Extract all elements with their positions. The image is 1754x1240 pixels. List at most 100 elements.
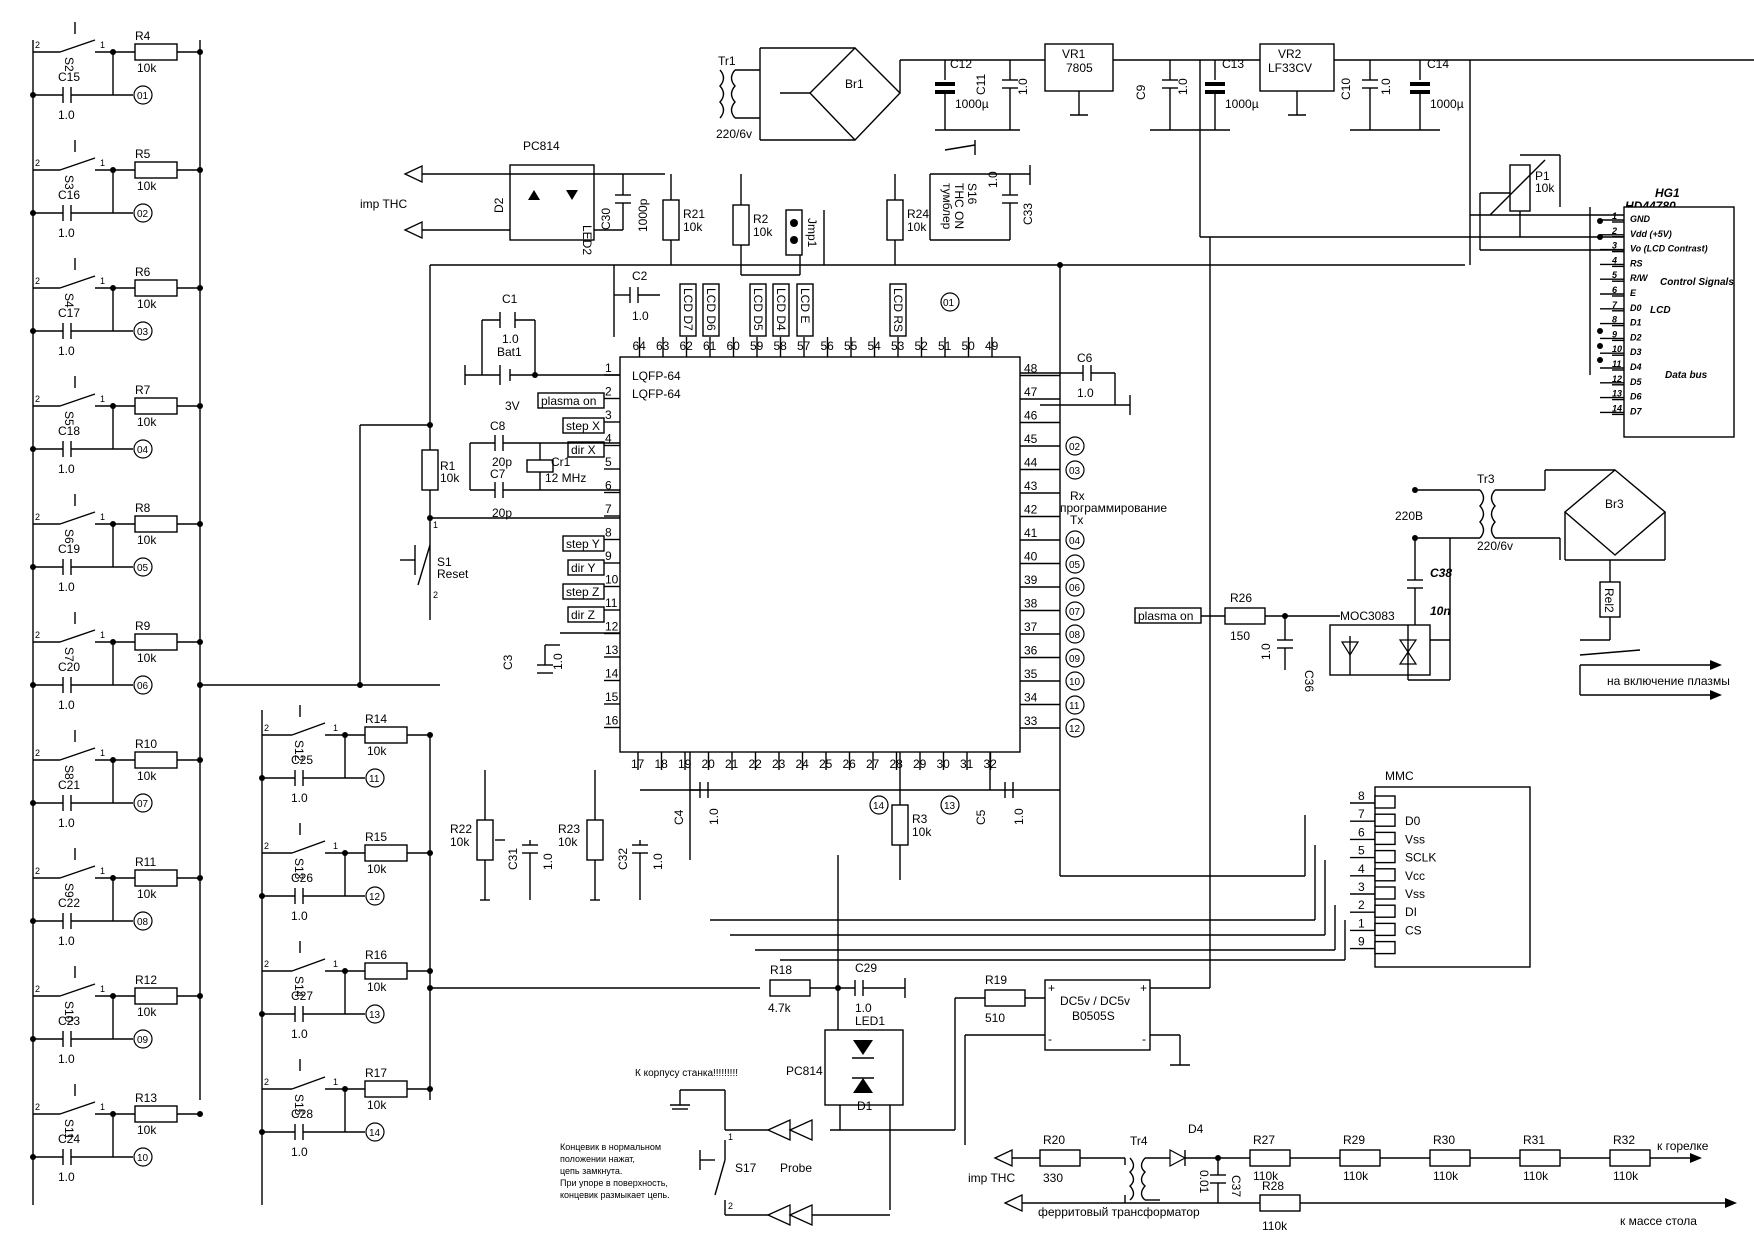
lcd-pin-name-14: D7 (1630, 406, 1642, 416)
r26-label: R26 (1230, 591, 1252, 605)
imp-thc-bottom: imp THC (968, 1171, 1015, 1185)
chip-pin-3: 3 (605, 408, 612, 422)
mcu-name-1: LQFP-64 (632, 369, 681, 383)
c4-value: 1.0 (707, 808, 721, 825)
probe-note-1: Концевик в нормальном (560, 1142, 661, 1152)
r18-value: 4.7k (768, 1001, 792, 1015)
mmc-pin-name-3: Vss (1405, 887, 1425, 901)
switch-pin2: 2 (35, 40, 40, 50)
r32-label: R32 (1613, 1133, 1635, 1147)
signal-lcd-d7: LCD D7 (681, 288, 695, 331)
r18-label: R18 (770, 963, 792, 977)
switch-pin2: 2 (35, 984, 40, 994)
switch-pin1: 1 (333, 841, 338, 851)
chip-pin-48: 48 (1024, 362, 1038, 376)
resistor-value: 10k (367, 980, 387, 994)
lcd-pin-12: 12 (1612, 374, 1622, 384)
c37-label: C37 (1229, 1175, 1243, 1197)
switch-s14[interactable]: S14 (292, 976, 306, 998)
c2-value: 1.0 (632, 309, 649, 323)
chip-pin-13: 13 (605, 643, 619, 657)
chip-pin-26: 26 (843, 757, 857, 771)
switch-s2[interactable]: S2 (62, 57, 76, 72)
switch-s15[interactable]: S15 (292, 1094, 306, 1116)
mmc-pin-9: 9 (1358, 935, 1365, 949)
r20-value: 330 (1043, 1171, 1063, 1185)
mmc-pin-7: 7 (1358, 807, 1365, 821)
chip-pin-43: 43 (1024, 479, 1038, 493)
to-table: к массе стола (1620, 1214, 1697, 1228)
resistor-r8: R8 (135, 501, 151, 515)
r21-label: R21 (683, 207, 705, 221)
lcd-lcd-label: LCD (1650, 305, 1671, 316)
chip-pin-44: 44 (1024, 456, 1038, 470)
switch-s6[interactable]: S6 (62, 529, 76, 544)
r1-value: 10k (440, 471, 460, 485)
chip-pin-60: 60 (727, 339, 741, 353)
chip-pin-24: 24 (796, 757, 810, 771)
chip-pin-35: 35 (1024, 667, 1038, 681)
switch-s5[interactable]: S5 (62, 411, 76, 426)
signal-tx: Tx (1070, 513, 1083, 527)
lcd-pin-2: 2 (1611, 226, 1617, 236)
c7-value: 20p (492, 506, 512, 520)
r28-value: 110k (1262, 1219, 1288, 1233)
c30-value: 1000p (636, 198, 650, 232)
switch-pin2: 2 (264, 1077, 269, 1087)
cap-c21: C21 (58, 778, 80, 792)
chip-pin-59: 59 (750, 339, 764, 353)
resistor-value: 10k (137, 1123, 157, 1137)
s17-pin1: 1 (728, 1132, 733, 1142)
ferrite-label: ферритовый трансформатор (1038, 1205, 1200, 1219)
chip-pin-5: 5 (605, 455, 612, 469)
tr3-voltage: 220/6v (1477, 539, 1513, 553)
switch-s8[interactable]: S8 (62, 765, 76, 780)
lcd-pin-4: 4 (1611, 255, 1617, 265)
cap-value: 1.0 (58, 462, 75, 476)
mcu-chip: LQFP-64 LQFP-64 12345678910111213141516 … (604, 337, 1060, 771)
chip-pin-31: 31 (960, 757, 974, 771)
s16-label-2: тумблер (940, 183, 954, 230)
right-node-07: 07 (1069, 607, 1081, 618)
r1-label: R1 (440, 459, 456, 473)
switch-pin1: 1 (100, 630, 105, 640)
switch-s7[interactable]: S7 (62, 647, 76, 662)
r2-value: 10k (753, 225, 773, 239)
r27-label: R27 (1253, 1133, 1275, 1147)
signal-plasma-on: plasma on (541, 394, 596, 408)
switch-s12[interactable]: S12 (292, 740, 306, 762)
resistor-value: 10k (137, 179, 157, 193)
cap-value: 1.0 (58, 580, 75, 594)
p1-label: P1 (1535, 169, 1550, 183)
switch-s11[interactable]: S11 (62, 1119, 76, 1140)
c3-value: 1.0 (551, 653, 565, 670)
lcd-data-bus: Data bus (1665, 370, 1708, 381)
cap-value: 1.0 (291, 1027, 308, 1041)
chip-pin-17: 17 (631, 757, 645, 771)
switch-s10[interactable]: S10 (62, 1001, 76, 1023)
c6-label: C6 (1077, 351, 1093, 365)
cap-c24: C24 (58, 1132, 80, 1146)
c4-label: C4 (672, 809, 686, 825)
switch-s9[interactable]: S9 (62, 883, 76, 898)
switch-s13[interactable]: S13 (292, 858, 306, 880)
rel2-label: Rel2 (1602, 588, 1616, 613)
switch-s4[interactable]: S4 (62, 293, 76, 308)
r23-label: R23 (558, 822, 580, 836)
switch-s3[interactable]: S3 (62, 175, 76, 190)
signal-step-x: step X (566, 419, 600, 433)
right-node-11: 11 (1069, 701, 1080, 712)
chip-pin-8: 8 (605, 526, 612, 540)
d2-label: D2 (492, 197, 506, 213)
cap-value: 1.0 (291, 1145, 308, 1159)
switch-pin2: 2 (35, 866, 40, 876)
c6-value: 1.0 (1077, 386, 1094, 400)
vr2-label: VR2 (1278, 47, 1302, 61)
v220-label: 220В (1395, 509, 1423, 523)
